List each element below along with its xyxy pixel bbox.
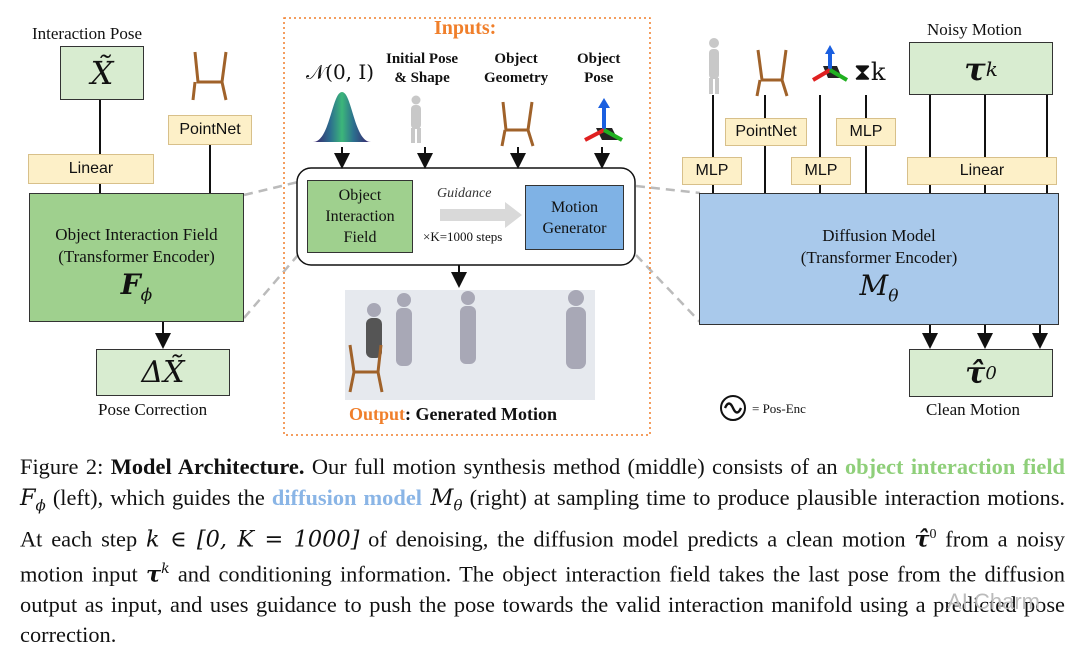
delta-x-box: ΔX̃ xyxy=(96,349,230,396)
timestep-icon: ⧗k xyxy=(854,58,886,86)
left-pointnet-box: PointNet xyxy=(168,115,252,145)
x-tilde-box: X̃ xyxy=(60,46,144,100)
field-line1: Object Interaction Field xyxy=(55,225,218,245)
steps-label: ×K=1000 steps xyxy=(423,229,503,244)
left-linear-label: Linear xyxy=(68,160,114,177)
human-icon xyxy=(411,38,719,143)
guidance-label: Guidance xyxy=(437,186,492,201)
caption-fig-label: Figure 2: xyxy=(20,454,104,479)
noise-label: 𝒩(0, I) xyxy=(306,60,375,84)
inputs-title: Inputs: xyxy=(434,17,497,39)
diffusion-model-box: Diffusion Model (Transformer Encoder) Mθ xyxy=(699,193,1059,325)
caption-title: Model Architecture. xyxy=(110,454,305,479)
clean-motion-label: Clean Motion xyxy=(926,400,1020,419)
left-linear-box: Linear xyxy=(28,154,154,184)
object-interaction-field-box: Object Interaction Field (Transformer En… xyxy=(29,193,244,322)
right-mlp-top-box: MLP xyxy=(836,118,896,146)
output-figures xyxy=(366,290,586,369)
watermark: AI Charm xyxy=(947,589,1040,614)
object-pose-icon xyxy=(584,45,849,142)
figure: Interaction Pose X̃ PointNet Linear Obje… xyxy=(28,17,1059,436)
output-label: Output: Generated Motion xyxy=(349,404,557,424)
delta-x-symbol: ΔX̃ xyxy=(141,355,185,390)
pose-correction-label: Pose Correction xyxy=(98,400,208,419)
chair-icon xyxy=(191,49,789,147)
gaussian-icon xyxy=(313,92,371,142)
caption-blue-term: diffusion model xyxy=(271,484,422,510)
tau-hat-box: τ̂0 xyxy=(909,349,1053,397)
right-mlp-mid-box: MLP xyxy=(791,157,851,185)
field-line2: (Transformer Encoder) xyxy=(58,247,215,267)
interaction-pose-label: Interaction Pose xyxy=(32,24,142,43)
caption-green-term: object interaction field xyxy=(844,454,1065,479)
pos-enc-legend: = Pos-Enc xyxy=(752,401,806,416)
right-mlp-left-box: MLP xyxy=(682,157,742,185)
right-pointnet-box: PointNet xyxy=(725,118,807,146)
figure-caption: Figure 2: Model Architecture. Our full m… xyxy=(20,454,1066,647)
left-pointnet-label: PointNet xyxy=(179,121,241,138)
initial-pose-label: Initial Pose& Shape xyxy=(386,51,459,86)
field-symbol: Fϕ xyxy=(120,268,153,306)
right-linear-box: Linear xyxy=(907,157,1057,185)
x-tilde-symbol: X̃ xyxy=(90,54,114,92)
noisy-motion-label: Noisy Motion xyxy=(927,20,1022,39)
